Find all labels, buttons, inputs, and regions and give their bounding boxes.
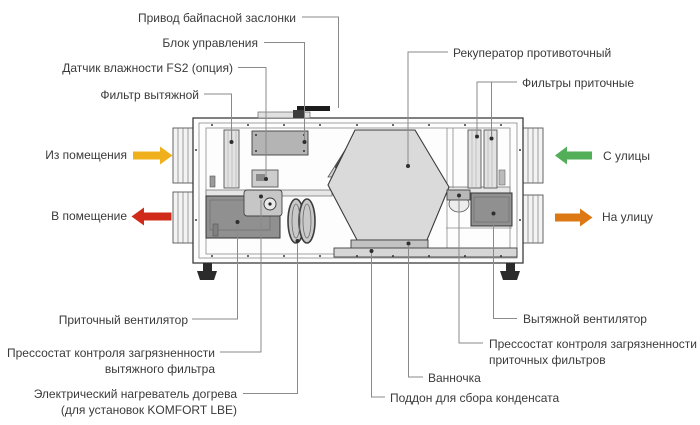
leader-bypass-drive xyxy=(302,16,339,108)
from-room-arrow-icon xyxy=(133,146,173,165)
leader-vannochka xyxy=(408,246,423,378)
exhaust-fan-label: Вытяжной вентилятор xyxy=(523,312,647,326)
humidity-sensor-label: Датчик влажности FS2 (опция) xyxy=(62,61,233,75)
recuperator-label: Рекуператор противоточный xyxy=(453,46,612,60)
leader-exhaust-pressostat xyxy=(220,200,262,353)
leader-exhaust-filter xyxy=(204,93,232,140)
to-street-label: На улицу xyxy=(602,210,653,224)
exhaust-pressostat-shape xyxy=(243,189,283,217)
heater-label-line1: Электрический нагреватель догрева xyxy=(33,387,237,401)
supply-filter-shapes xyxy=(467,129,506,189)
supply-pressostat-label-line2: приточных фильтров xyxy=(489,353,606,367)
supply-pressostat-label-line1: Прессостат контроля загрязненности xyxy=(489,337,698,351)
from-street-arrow-icon xyxy=(555,146,592,165)
vannochka-label: Ванночка xyxy=(428,371,481,385)
heater-label-line2: (для установок KOMFORT LBE) xyxy=(60,403,237,417)
to-room-label: В помещение xyxy=(51,209,127,223)
bypass-drive-label: Привод байпасной заслонки xyxy=(137,11,296,25)
exhaust-filter-shape xyxy=(223,129,240,189)
exhaust-filter-label: Фильтр вытяжной xyxy=(100,88,199,102)
right-port-flanges xyxy=(522,127,544,244)
bypass-drive-shape xyxy=(257,106,330,119)
heater-coil-shape xyxy=(287,198,316,244)
from-street-label: С улицы xyxy=(603,149,650,163)
to-street-arrow-icon xyxy=(555,208,593,227)
unit-feet xyxy=(197,263,520,280)
wall-widget xyxy=(209,175,216,188)
control-unit-label: Блок управления xyxy=(162,36,258,50)
condensate-pan-shape xyxy=(333,247,518,258)
exhaust-fan-shape xyxy=(470,192,513,227)
from-room-label: Из помещения xyxy=(45,148,127,162)
exhaust-pressostat-label-line2: вытяжного фильтра xyxy=(104,362,215,376)
leader-lines xyxy=(192,16,517,398)
condensate-pan-label: Поддон для сбора конденсата xyxy=(390,391,560,405)
leader-dots xyxy=(229,134,496,253)
exhaust-pressostat-label-line1: Прессостат контроля загрязненности xyxy=(6,346,215,360)
to-room-arrow-icon xyxy=(131,207,172,226)
leader-exhaust-fan xyxy=(493,216,517,319)
leader-condensate-pan xyxy=(371,253,385,398)
leader-supply-fan xyxy=(192,224,238,320)
leader-supply-filters xyxy=(476,81,517,136)
left-port-flanges xyxy=(172,127,194,244)
supply-fan-label: Приточный вентилятор xyxy=(58,313,188,327)
leader-supply-pressostat xyxy=(458,198,483,344)
leader-heater xyxy=(243,243,298,394)
leader-recuperator xyxy=(407,51,448,164)
frame-rivets xyxy=(195,124,521,257)
control-unit-shape xyxy=(251,130,309,156)
supply-filters-label: Фильтры приточные xyxy=(522,76,635,90)
leader-humidity-sensor xyxy=(238,67,267,177)
floor-widget xyxy=(212,223,219,237)
leader-control-unit xyxy=(264,42,305,140)
